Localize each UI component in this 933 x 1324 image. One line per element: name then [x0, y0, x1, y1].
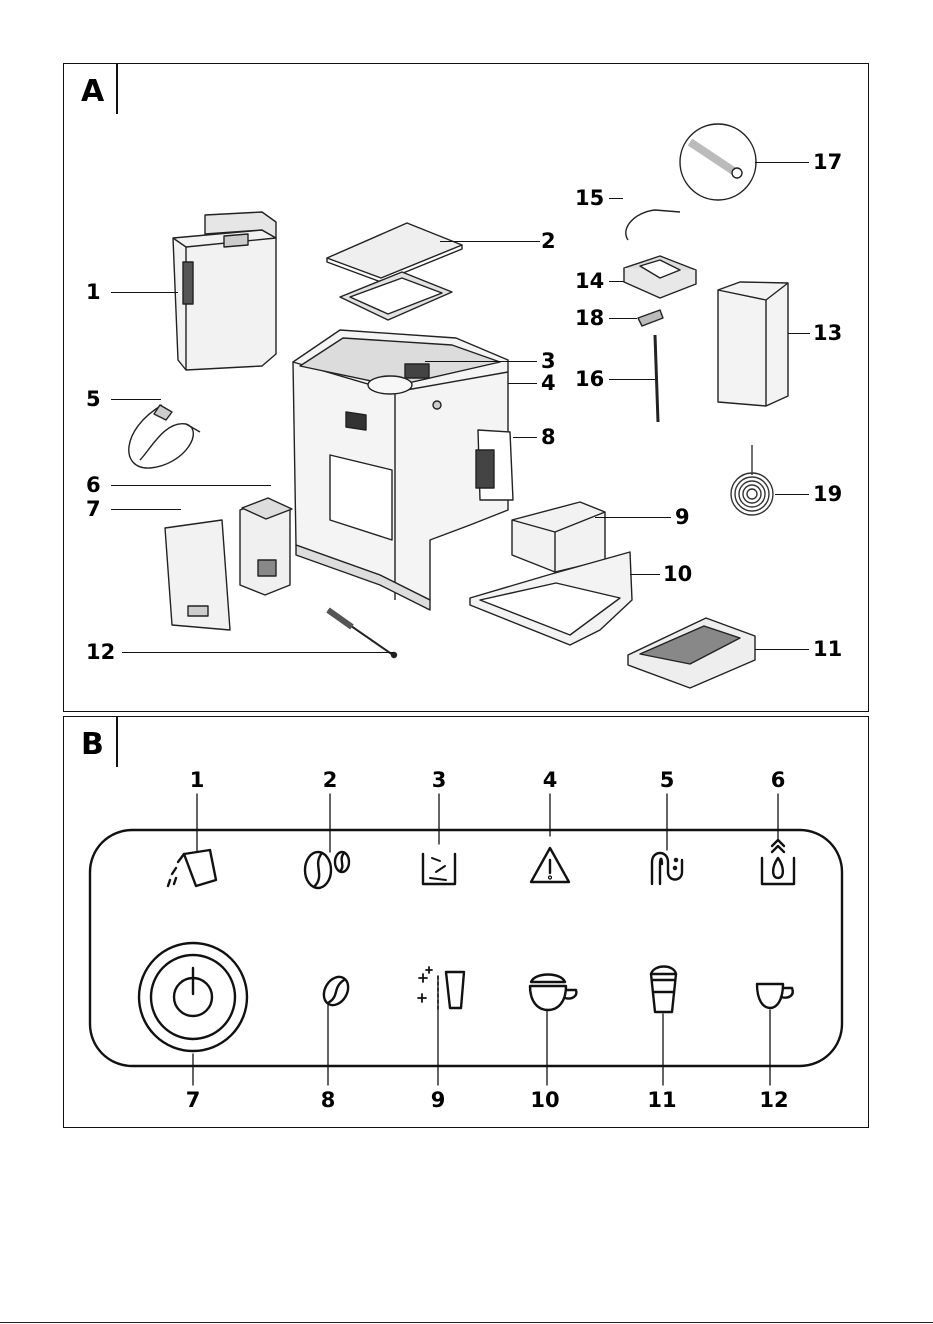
- coffee-bean-strength-icon: [319, 973, 353, 1010]
- button-label-7: 7: [186, 1090, 201, 1111]
- button-label-1: 1: [190, 770, 205, 791]
- button-label-12: 12: [759, 1090, 788, 1111]
- water-tank-icon: [762, 840, 794, 884]
- grounds-container-icon: [423, 854, 455, 884]
- button-label-5: 5: [660, 770, 675, 791]
- button-label-10: 10: [530, 1090, 559, 1111]
- cappuccino-cup-icon: [530, 975, 576, 1011]
- button-label-2: 2: [323, 770, 338, 791]
- rinse-cup-icon: [418, 967, 464, 1010]
- control-panel-outline: [90, 830, 842, 1066]
- latte-glass-icon: [651, 967, 676, 1013]
- espresso-cup-icon: [757, 984, 793, 1008]
- button-label-4: 4: [543, 770, 558, 791]
- power-button-icon: [139, 943, 247, 1051]
- button-label-3: 3: [432, 770, 447, 791]
- coffee-beans-icon: [305, 852, 349, 888]
- button-label-9: 9: [431, 1090, 446, 1111]
- milk-pour-icon: [168, 850, 216, 886]
- descale-pipe-icon: [652, 853, 682, 884]
- warning-triangle-icon: [531, 848, 569, 882]
- button-label-8: 8: [321, 1090, 336, 1111]
- page-bottom-rule: [0, 1322, 933, 1323]
- button-label-11: 11: [647, 1090, 676, 1111]
- button-label-6: 6: [771, 770, 786, 791]
